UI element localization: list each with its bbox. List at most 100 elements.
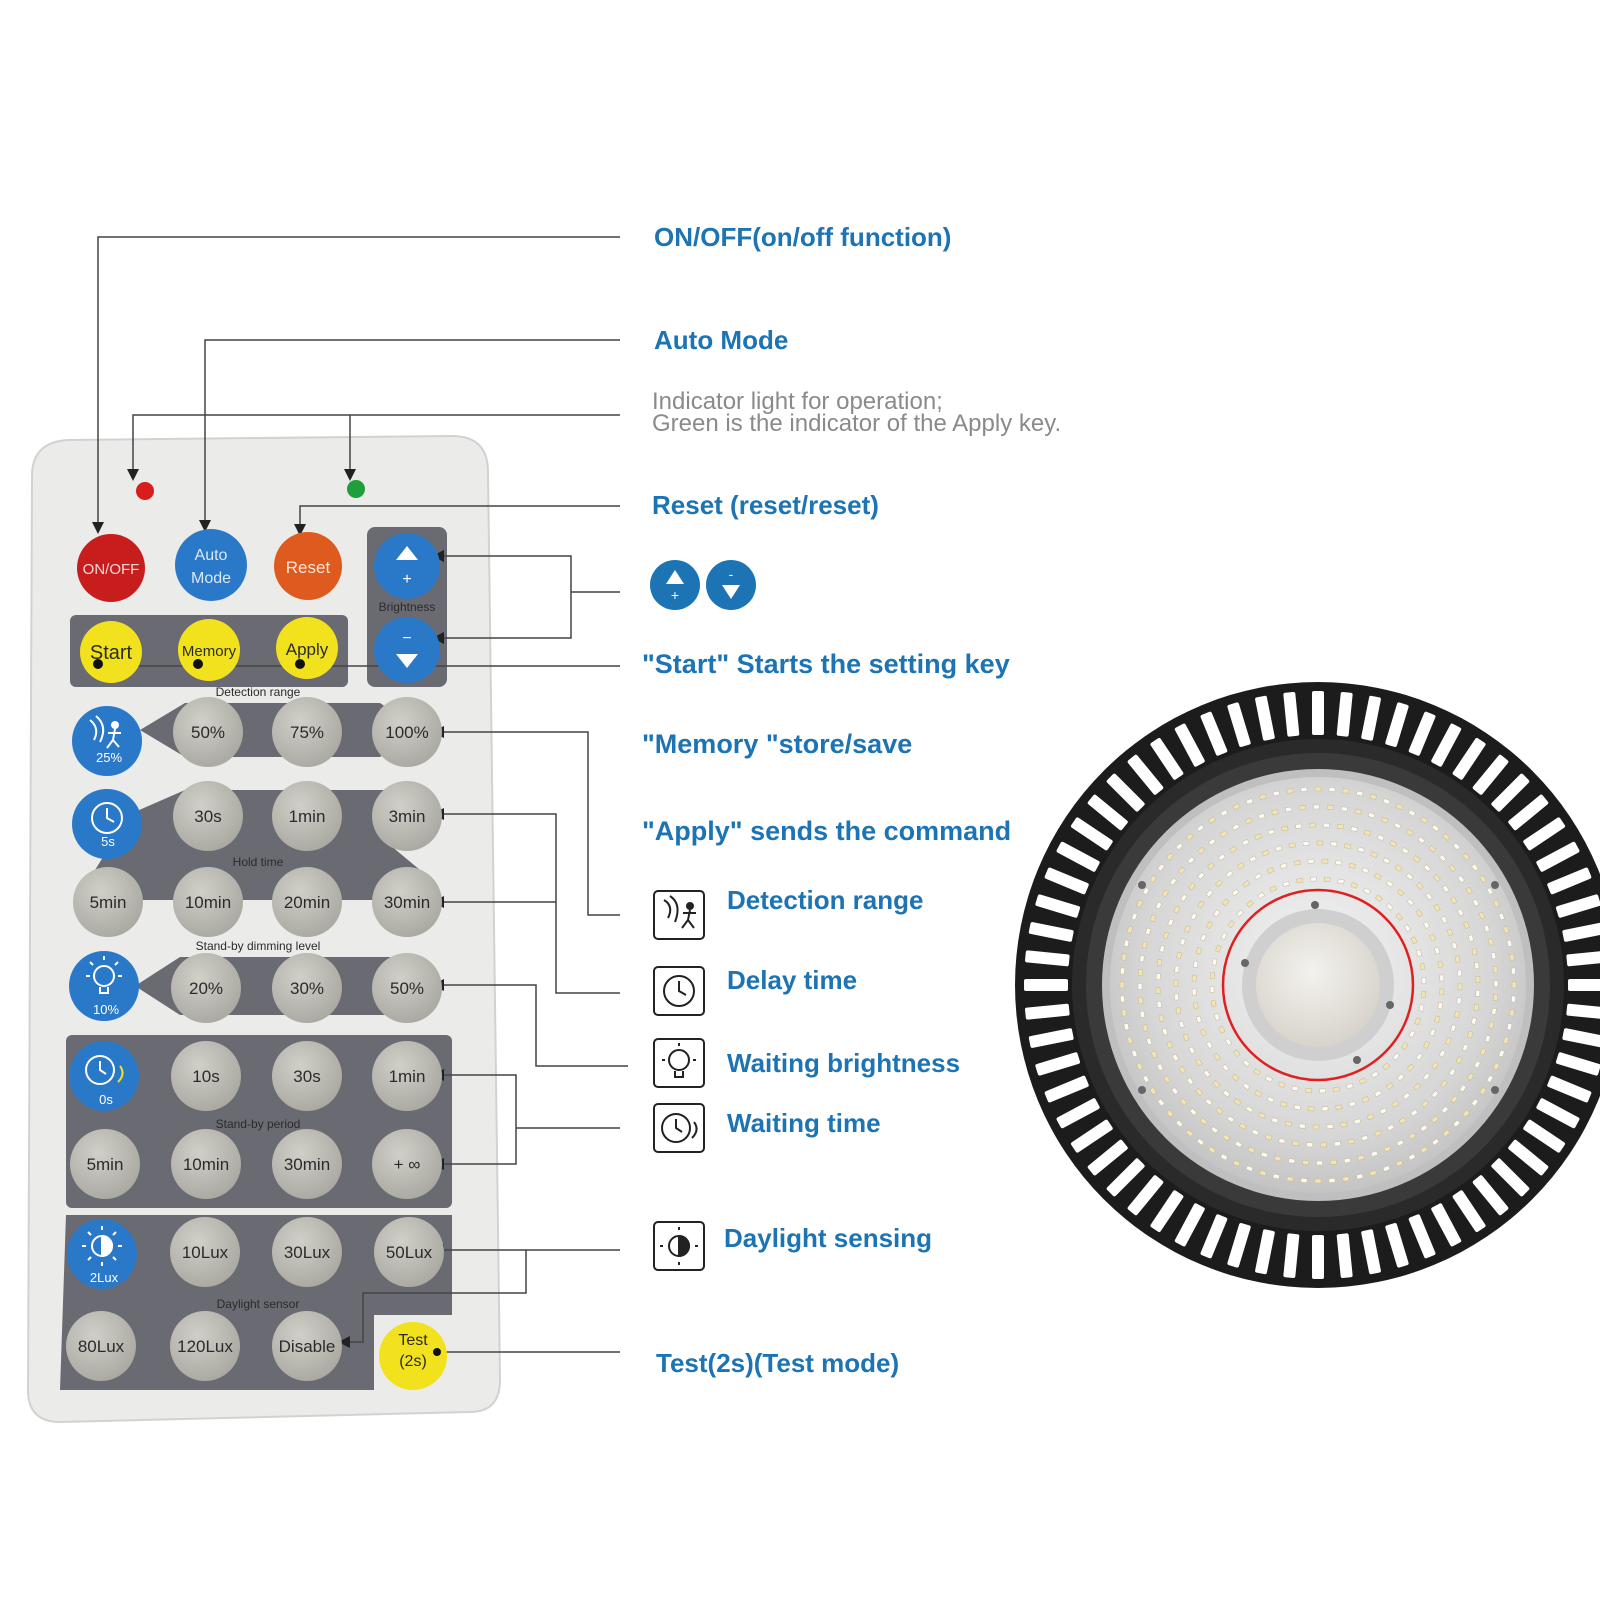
led-chip: [1492, 966, 1498, 973]
hold-20min-key[interactable]: 20min: [272, 867, 342, 937]
standby-30s-key[interactable]: 30s: [272, 1041, 342, 1111]
led-chip: [1281, 825, 1289, 832]
led-chip: [1245, 1105, 1254, 1113]
memory-button[interactable]: Memory: [178, 619, 240, 681]
standby-1min-key[interactable]: 1min: [372, 1041, 442, 1111]
led-chip: [1149, 1087, 1157, 1095]
hold-10min-key[interactable]: 10min: [173, 867, 243, 937]
led-chip: [1425, 892, 1433, 901]
callout-indicator: Indicator light for operation; Green is …: [652, 388, 1061, 436]
brightness-down-button[interactable]: −: [374, 617, 440, 683]
led-chip: [1428, 844, 1437, 853]
daylight-30lux-key[interactable]: 30Lux: [272, 1217, 342, 1287]
hold-5min-key[interactable]: 5min: [73, 867, 143, 937]
led-chip: [1314, 1178, 1322, 1184]
detection-75-key[interactable]: 75%: [272, 697, 342, 767]
led-chip: [1415, 1052, 1423, 1061]
detection-100-key[interactable]: 100%: [372, 697, 442, 767]
led-chip: [1149, 914, 1157, 923]
brightness-label: Brightness: [379, 600, 436, 614]
led-chip: [1401, 1041, 1409, 1050]
led-chip: [1314, 786, 1322, 792]
apply-button[interactable]: Apply: [276, 617, 338, 679]
svg-text:80Lux: 80Lux: [78, 1337, 125, 1356]
dimming-icon-button[interactable]: 10%: [69, 951, 139, 1021]
led-chip: [1220, 809, 1229, 817]
cooling-fin-slot: [1150, 737, 1184, 780]
cooling-fin-slot: [1087, 794, 1128, 831]
daylight-icon-button[interactable]: 2Lux: [67, 1219, 137, 1289]
led-chip: [1408, 1132, 1417, 1140]
led-chip: [1467, 1030, 1474, 1039]
hold-time-icon-button[interactable]: 5s: [72, 789, 142, 859]
led-chip: [1137, 969, 1143, 976]
brightness-up-icon: +: [650, 560, 700, 610]
svg-text:+: +: [671, 587, 679, 603]
cooling-fin-slot: [1568, 979, 1600, 991]
standby-period-icon-button[interactable]: 0s: [69, 1041, 139, 1111]
led-chip: [1187, 856, 1195, 865]
standby-infinity-key[interactable]: + ∞: [372, 1129, 442, 1199]
led-chip: [1439, 974, 1445, 982]
svg-text:20%: 20%: [189, 979, 223, 998]
cooling-fin-slot: [1385, 702, 1409, 748]
led-chip: [1173, 905, 1181, 914]
led-chip: [1342, 1176, 1350, 1182]
brightness-up-button[interactable]: +: [374, 533, 440, 599]
hold-1min-key[interactable]: 1min: [272, 781, 342, 851]
daylight-50lux-key[interactable]: 50Lux: [374, 1217, 444, 1287]
detection-range-icon-button[interactable]: 25%: [72, 706, 142, 776]
led-chip: [1200, 1028, 1207, 1037]
svg-text:50%: 50%: [390, 979, 424, 998]
led-chip: [1410, 936, 1418, 945]
hold-30s-key[interactable]: 30s: [173, 781, 243, 851]
start-button[interactable]: Start: [80, 621, 142, 683]
daylight-disable-key[interactable]: Disable: [272, 1311, 342, 1381]
standby-5min-key[interactable]: 5min: [70, 1129, 140, 1199]
cooling-fin-slot: [1028, 922, 1074, 942]
led-chip: [1486, 887, 1494, 896]
svg-text:100%: 100%: [385, 723, 428, 742]
legend-delay-icon: [653, 966, 705, 1016]
svg-text:10s: 10s: [192, 1067, 219, 1086]
dimming-20-key[interactable]: 20%: [171, 953, 241, 1023]
dimming-50-key[interactable]: 50%: [372, 953, 442, 1023]
led-chip: [1415, 909, 1423, 918]
led-chip: [1474, 962, 1480, 970]
standby-10min-key[interactable]: 10min: [171, 1129, 241, 1199]
auto-mode-button[interactable]: Auto Mode: [175, 529, 247, 601]
cooling-fin-slot: [1174, 723, 1205, 767]
hold-30min-key[interactable]: 30min: [372, 867, 442, 937]
daylight-80lux-key[interactable]: 80Lux: [66, 1311, 136, 1381]
led-chip: [1295, 823, 1303, 829]
cooling-fin-slot: [1555, 894, 1600, 918]
cooling-fin-slot: [1408, 711, 1436, 756]
reset-button[interactable]: Reset: [274, 532, 342, 600]
led-chip: [1157, 863, 1165, 872]
cooling-fin-slot: [1523, 1119, 1566, 1153]
cooling-fin-slot: [1472, 754, 1509, 795]
led-chip: [1347, 1138, 1355, 1145]
callout-indicator-line1: Indicator light for operation;: [652, 388, 943, 415]
led-chip: [1370, 1070, 1379, 1079]
hold-3min-key[interactable]: 3min: [372, 781, 442, 851]
led-chip: [1188, 882, 1196, 891]
standby-30min-key[interactable]: 30min: [272, 1129, 342, 1199]
daylight-10lux-key[interactable]: 10Lux: [170, 1217, 240, 1287]
detection-50-key[interactable]: 50%: [173, 697, 243, 767]
test-button[interactable]: Test (2s): [379, 1322, 447, 1390]
callout-onoff: ON/OFF(on/off function): [654, 222, 952, 252]
dimming-30-key[interactable]: 30%: [272, 953, 342, 1023]
led-chip: [1226, 1115, 1235, 1123]
led-chip: [1396, 1073, 1405, 1082]
standby-10s-key[interactable]: 10s: [171, 1041, 241, 1111]
led-chip: [1236, 862, 1245, 870]
led-chip: [1271, 1117, 1279, 1124]
led-chip: [1291, 1085, 1299, 1092]
led-chip: [1288, 1158, 1296, 1164]
daylight-120lux-key[interactable]: 120Lux: [170, 1311, 240, 1381]
led-chip: [1299, 805, 1306, 811]
led-chip: [1415, 882, 1424, 890]
led-chip: [1161, 889, 1170, 898]
onoff-button[interactable]: ON/OFF: [77, 534, 145, 602]
